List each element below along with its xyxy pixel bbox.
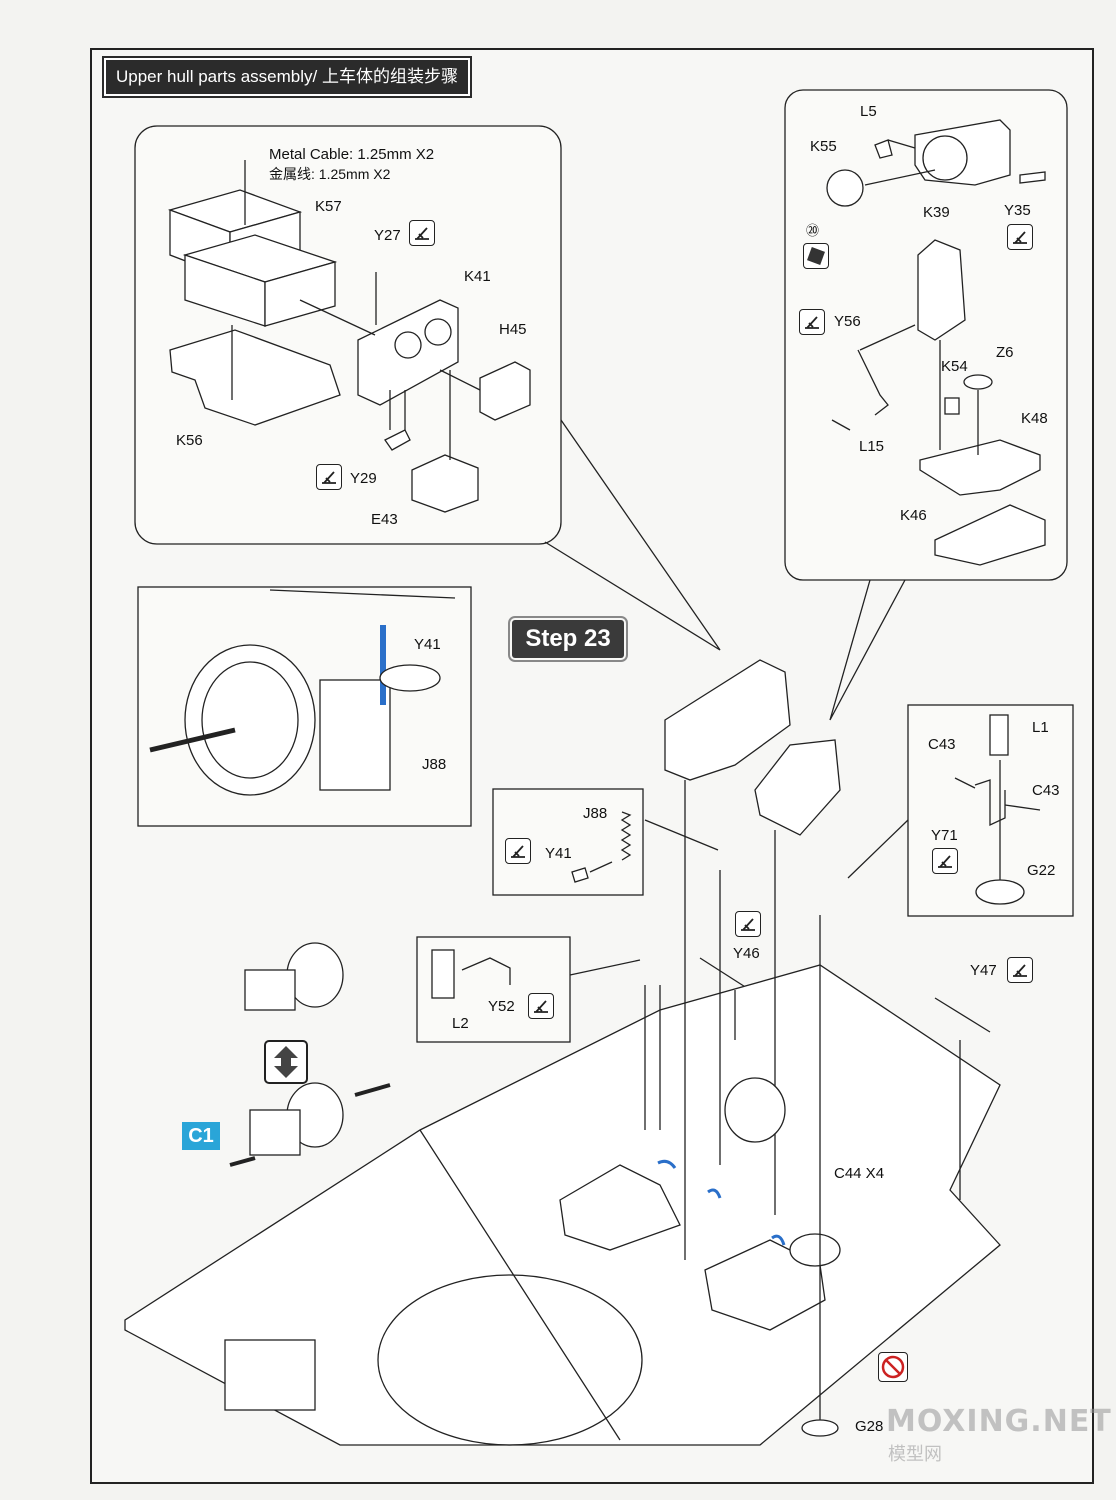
part-y46 [699,957,751,991]
part-g22 [975,879,1025,905]
label-y41: Y41 [545,845,572,862]
part-y35 [1019,171,1046,184]
label-g22: G22 [1027,862,1056,879]
no-cement-icon [878,1352,908,1382]
step-number: Step 23 [508,616,628,662]
label-y41-mantlet: Y41 [414,636,441,653]
label-z6: Z6 [996,344,1014,361]
glue-icon [932,848,958,874]
callout-line-right [829,579,906,721]
cable-note-cn: 金属线: 1.25mm X2 [269,166,391,182]
cupola-assembly [754,739,841,836]
label-k54: K54 [941,358,968,375]
glue-icon [735,911,761,937]
part-k48 [919,439,1041,496]
label-l2: L2 [452,1015,469,1032]
label-callout-20: ⑳ [806,223,820,238]
glue-icon [1007,957,1033,983]
label-k46: K46 [900,507,927,524]
hatch-assembly [664,659,791,781]
gun-breech [319,679,391,791]
part-l15 [831,419,851,431]
label-k55: K55 [810,138,837,155]
page-title: Upper hull parts assembly/ 上车体的组装步骤 [102,56,472,98]
watermark-sub: 模型网 [888,1444,942,1464]
part-k39-mount [917,239,966,341]
glue-icon [1007,224,1033,250]
label-l1: L1 [1032,719,1049,736]
part-y47 [934,997,991,1033]
label-k39: K39 [923,204,950,221]
mantlet-shield [184,644,316,796]
label-g28: G28 [855,1418,884,1435]
label-y47: Y47 [970,962,997,979]
battery-k57 [167,189,338,327]
label-e43: E43 [371,511,398,528]
paint-swatch-icon [803,243,829,269]
label-c43-right: C43 [1032,782,1060,799]
label-l15: L15 [859,438,885,455]
turret-ring [377,1274,643,1446]
part-k55 [826,169,864,207]
label-k56: K56 [176,432,203,449]
glue-icon [409,220,435,246]
watermark: MOXING.NET [886,1404,1112,1439]
c1-badge: C1 [182,1122,220,1150]
label-y46: Y46 [733,945,760,962]
label-y52: Y52 [488,998,515,1015]
part-y56 [857,349,889,416]
label-l5: L5 [860,103,877,120]
part-y52 [461,957,511,985]
hull-body [124,964,1001,1446]
part-y41 [571,867,589,883]
part-z6 [963,374,993,390]
label-y29: Y29 [350,470,377,487]
box-h45 [479,361,531,421]
label-y35: Y35 [1004,202,1031,219]
label-y71: Y71 [931,827,958,844]
inset-battery-box [134,125,562,545]
part-y29 [384,429,411,451]
swap-arrow-icon [264,1040,308,1084]
label-j88: J88 [583,805,608,822]
label-k48: K48 [1021,410,1048,427]
part-k54 [944,397,960,415]
label-c43-left: C43 [928,736,956,753]
label-k41: K41 [464,268,491,285]
glue-icon [528,993,554,1019]
part-g28 [801,1419,839,1437]
label-h45: H45 [499,321,527,338]
label-y56: Y56 [834,313,861,330]
glue-icon [799,309,825,335]
glue-icon [316,464,342,490]
label-k57: K57 [315,198,342,215]
plate-k56 [169,329,341,426]
part-l2 [431,949,455,999]
part-y71 [974,779,1006,827]
label-y27: Y27 [374,227,401,244]
bracket-k41 [357,299,459,406]
label-c44: C44 X4 [834,1165,885,1182]
part-l1 [989,714,1009,756]
cable-note-en: Metal Cable: 1.25mm X2 [269,146,435,163]
part-l5 [874,139,893,159]
spring-j88 [620,811,632,861]
part-e43 [411,454,479,513]
callout-line-left [544,419,721,651]
label-j88-mantlet: J88 [422,756,447,773]
part-k46 [934,504,1046,566]
glue-icon [505,838,531,864]
